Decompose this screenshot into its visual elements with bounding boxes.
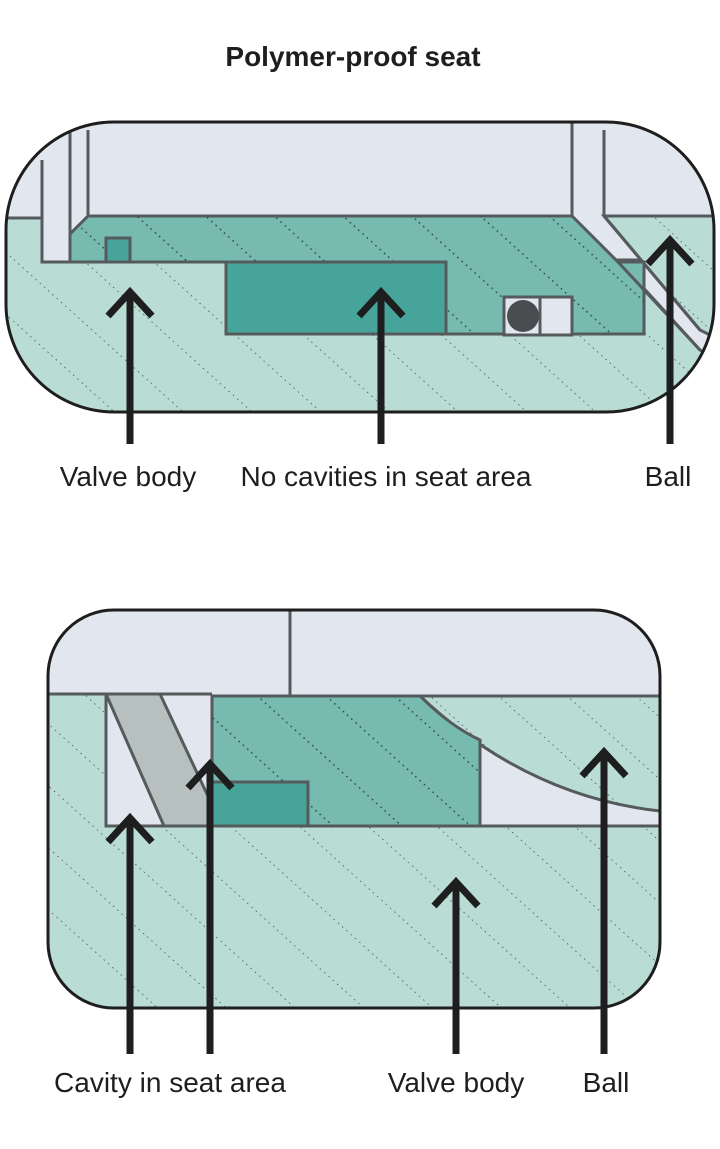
top-label-ball: Ball bbox=[645, 461, 692, 492]
top-label-no-cavities: No cavities in seat area bbox=[240, 461, 531, 492]
top-small-seal bbox=[104, 236, 132, 264]
top-seat-insert bbox=[224, 260, 448, 336]
bottom-arrow-cavity-2 bbox=[185, 758, 235, 1054]
top-outline bbox=[4, 120, 716, 414]
diagram-title: Polymer-proof seat bbox=[225, 41, 480, 72]
top-arrow-valve-body bbox=[105, 286, 155, 444]
top-arrow-ball bbox=[645, 234, 695, 444]
bottom-arrow-ball bbox=[579, 746, 629, 1054]
top-right-walls bbox=[570, 122, 702, 331]
top-diagram: Valve body No cavities in seat area Ball bbox=[4, 120, 716, 492]
bottom-arrow-valve-body bbox=[431, 876, 481, 1054]
bottom-label-ball: Ball bbox=[583, 1067, 630, 1098]
top-label-valve-body: Valve body bbox=[60, 461, 196, 492]
bottom-outline bbox=[46, 608, 662, 1010]
bottom-diagram: Cavity in seat area Valve body Ball bbox=[46, 608, 662, 1098]
top-oring bbox=[507, 300, 539, 332]
bottom-label-valve-body: Valve body bbox=[388, 1067, 524, 1098]
bottom-top-lines bbox=[48, 610, 660, 698]
top-arrow-no-cavities bbox=[356, 286, 406, 444]
top-left-walls bbox=[40, 130, 90, 262]
bottom-arrow-cavity-1 bbox=[105, 812, 155, 1054]
bottom-seat-insert bbox=[210, 780, 310, 828]
bottom-label-cavity: Cavity in seat area bbox=[54, 1067, 286, 1098]
